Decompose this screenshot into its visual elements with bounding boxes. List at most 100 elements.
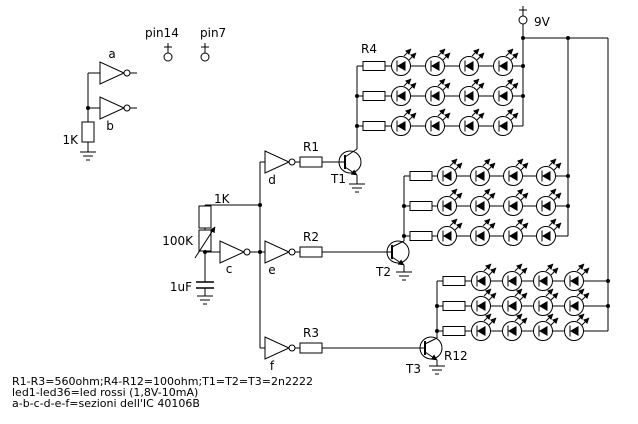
- t2-collector: [391, 240, 405, 248]
- led-icon: [426, 109, 451, 136]
- label-gate-c: c: [226, 262, 233, 276]
- ground-icon: [79, 151, 97, 161]
- led-icon: [494, 109, 519, 136]
- inverter-e: [264, 240, 291, 264]
- t3-collector: [424, 337, 438, 345]
- label-pin7: pin7: [200, 26, 226, 40]
- ground-icon: [428, 365, 446, 375]
- inverter-c-bubble: [243, 248, 251, 256]
- led-icon: [472, 289, 497, 316]
- label-gate-a: a: [108, 47, 115, 61]
- led-icon: [460, 49, 485, 76]
- inverter-f-bubble: [288, 344, 296, 352]
- led-icon: [438, 189, 463, 216]
- label-pin14: pin14: [145, 26, 179, 40]
- resistor-r1: [299, 156, 323, 168]
- resistor-r5: [362, 91, 386, 101]
- wires: [87, 24, 609, 366]
- led-icon: [537, 159, 562, 186]
- pin14-terminal-icon: [163, 42, 173, 62]
- led-icon: [565, 289, 590, 316]
- supply-terminal-icon: [518, 5, 528, 25]
- resistor-r6: [362, 121, 386, 131]
- led-icon: [438, 219, 463, 246]
- label-pot-100k: 100K: [162, 234, 194, 248]
- resistor-r9: [409, 231, 433, 241]
- potentiometer-arrow: [194, 226, 216, 259]
- label-resistor-1k-bias: 1K: [62, 133, 79, 147]
- led-icon: [471, 159, 496, 186]
- label-t2: T2: [375, 265, 391, 279]
- led-icon: [472, 314, 497, 341]
- led-icon: [537, 189, 562, 216]
- inverter-d: [264, 150, 291, 174]
- resistor-r4: [362, 61, 386, 71]
- inverter-b: [99, 96, 126, 120]
- resistor-r7: [409, 171, 433, 181]
- resistor-r8: [409, 201, 433, 211]
- inverter-d-bubble: [288, 158, 296, 166]
- label-gate-d: d: [268, 173, 276, 187]
- label-t3: T3: [405, 362, 421, 376]
- led-icon: [534, 264, 559, 291]
- led-matrix: [392, 49, 590, 341]
- inverter-a-bubble: [123, 69, 131, 77]
- led-icon: [503, 314, 528, 341]
- pin7-terminal-icon: [200, 42, 210, 62]
- led-icon: [565, 314, 590, 341]
- junction-dots: [86, 36, 610, 333]
- resistor-r2: [299, 246, 323, 258]
- note-line-1: R1-R3=560ohm;R4-R12=100ohm;T1=T2=T3=2n22…: [12, 375, 313, 388]
- label-resistor-1k-osc: 1K: [214, 192, 231, 206]
- led-icon: [565, 264, 590, 291]
- led-icon: [392, 109, 417, 136]
- resistor-r10: [442, 276, 466, 286]
- potentiometer-100k: [198, 229, 212, 252]
- resistor-r3: [299, 342, 323, 354]
- inverter-a: [99, 61, 126, 85]
- led-icon: [426, 79, 451, 106]
- led-icon: [471, 219, 496, 246]
- led-icon: [503, 264, 528, 291]
- led-icon: [534, 314, 559, 341]
- labels: pin14 pin7 a b 1K 1K 100K 1uF c d e f R1…: [62, 15, 550, 376]
- label-gate-e: e: [268, 263, 275, 277]
- resistor-r11: [442, 301, 466, 311]
- label-r3: R3: [303, 326, 319, 340]
- t2-emitter: [391, 256, 405, 266]
- led-icon: [504, 159, 529, 186]
- label-9v: 9V: [534, 15, 551, 29]
- led-icon: [460, 79, 485, 106]
- led-icon: [392, 49, 417, 76]
- label-r12: R12: [444, 349, 468, 363]
- label-r4: R4: [361, 42, 377, 56]
- led-group3-wires: [436, 38, 609, 338]
- resistor-r12: [442, 326, 466, 336]
- note-line-2: led1-led36=led rossi (1,8V-10mA): [12, 386, 198, 399]
- led-icon: [534, 289, 559, 316]
- capacitor-1uf: [196, 281, 214, 289]
- label-r2: R2: [303, 230, 319, 244]
- label-gate-f: f: [270, 359, 275, 373]
- led-icon: [494, 49, 519, 76]
- spare-gate-wires: [87, 72, 137, 152]
- led-icon: [471, 189, 496, 216]
- led-icon: [460, 109, 485, 136]
- led-icon: [392, 79, 417, 106]
- inverter-f: [264, 336, 291, 360]
- led-icon: [537, 219, 562, 246]
- inverter-b-bubble: [123, 104, 131, 112]
- led-icon: [504, 219, 529, 246]
- inverter-c: [219, 240, 246, 264]
- led-icon: [503, 289, 528, 316]
- ground-icon: [348, 183, 366, 193]
- t1-collector: [344, 148, 358, 158]
- t3-emitter: [424, 351, 438, 361]
- label-gate-b: b: [106, 119, 114, 133]
- t1-emitter: [344, 166, 358, 176]
- inverter-e-bubble: [288, 248, 296, 256]
- ground-icon: [395, 271, 413, 281]
- components: [81, 61, 466, 360]
- led-icon: [494, 79, 519, 106]
